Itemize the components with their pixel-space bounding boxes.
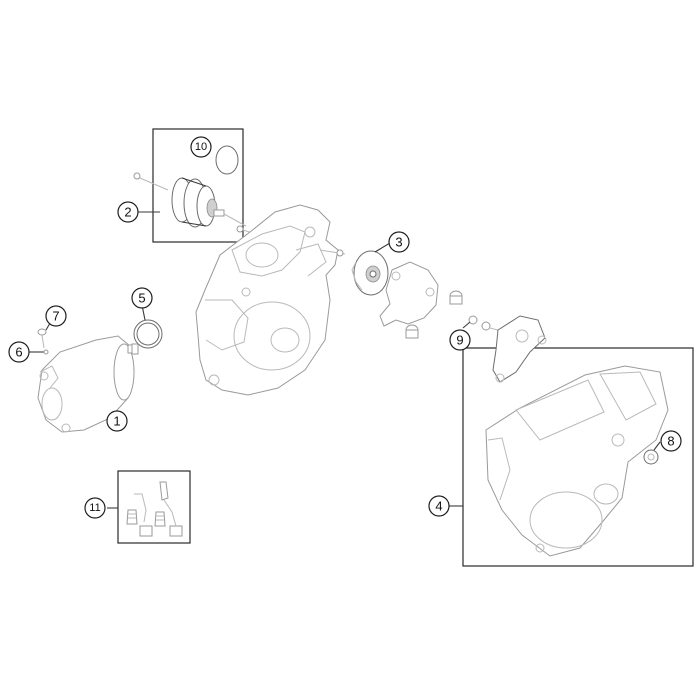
callout-6-label: 6 bbox=[15, 345, 22, 360]
group-box-ignition-cover bbox=[462, 347, 694, 567]
washer-and-bolt-part-9 bbox=[468, 315, 506, 333]
callout-7-label: 7 bbox=[52, 309, 59, 324]
callout-4-label: 4 bbox=[435, 499, 442, 514]
crankcase-housing bbox=[195, 204, 346, 396]
callout-2: 2 bbox=[117, 201, 139, 223]
callout-10-label: 10 bbox=[195, 141, 207, 153]
idler-gear-part-3 bbox=[351, 250, 389, 296]
dowel-sleeves bbox=[405, 290, 463, 339]
callout-7: 7 bbox=[45, 305, 67, 327]
brush-kit-part-11 bbox=[126, 481, 183, 537]
callout-6: 6 bbox=[8, 341, 30, 363]
callout-2-label: 2 bbox=[124, 205, 131, 220]
callout-9-label: 9 bbox=[456, 333, 463, 348]
callout-5-label: 5 bbox=[138, 291, 145, 306]
starter-motor-part-1 bbox=[37, 335, 139, 433]
callout-3-label: 3 bbox=[395, 235, 402, 250]
callout-5: 5 bbox=[131, 287, 153, 309]
screw-part-7 bbox=[37, 328, 47, 349]
starter-drive-gear-part-2 bbox=[133, 172, 263, 237]
group-box-brush-kit bbox=[117, 470, 191, 544]
callout-8-label: 8 bbox=[667, 434, 674, 449]
nut-part-6 bbox=[34, 349, 49, 355]
callout-11: 11 bbox=[84, 497, 106, 519]
callout-9: 9 bbox=[449, 329, 471, 351]
callout-10: 10 bbox=[190, 136, 212, 158]
callout-1: 1 bbox=[106, 410, 128, 432]
washer-part-8 bbox=[643, 449, 659, 465]
callout-8: 8 bbox=[660, 430, 682, 452]
callout-11-label: 11 bbox=[89, 502, 100, 514]
callout-3: 3 bbox=[388, 231, 410, 253]
group-box-starter-drive bbox=[152, 128, 244, 243]
cover-gasket bbox=[379, 261, 439, 327]
callout-1-label: 1 bbox=[113, 414, 120, 429]
callout-4: 4 bbox=[428, 495, 450, 517]
small-cover-bracket bbox=[492, 315, 546, 383]
o-ring-part-10 bbox=[215, 145, 239, 175]
ignition-cover-part-4 bbox=[485, 365, 669, 557]
